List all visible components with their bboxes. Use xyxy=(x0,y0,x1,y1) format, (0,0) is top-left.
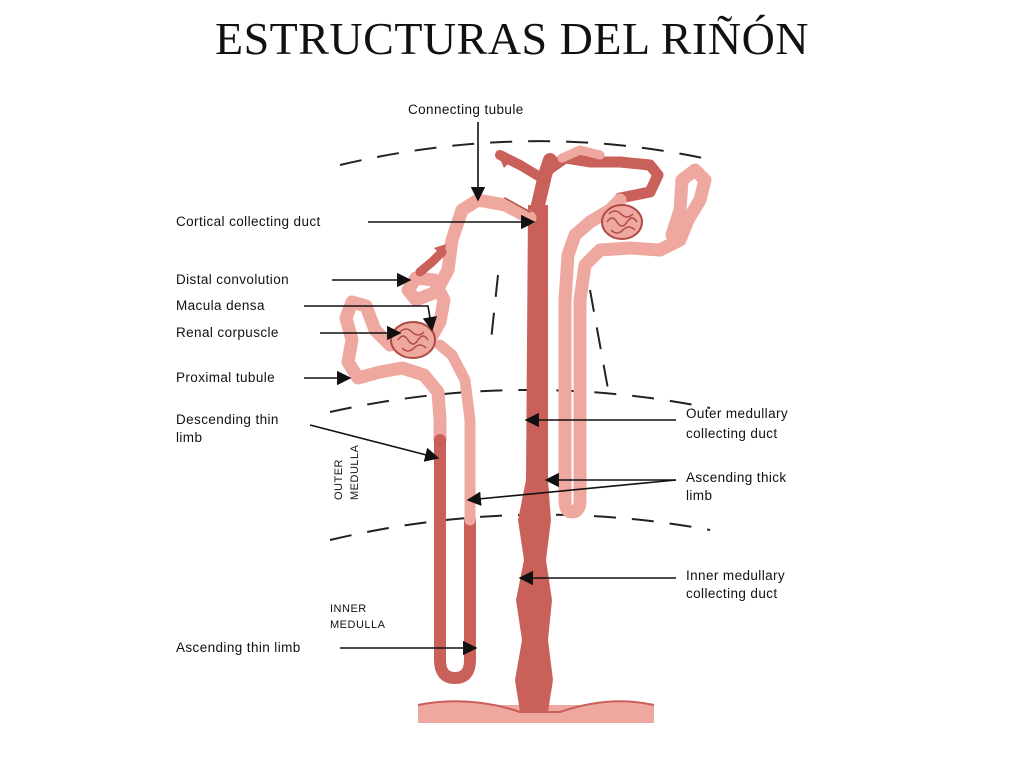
label-inner-medulla-line2: MEDULLA xyxy=(330,619,386,631)
label-ascending-thin-limb: Ascending thin limb xyxy=(176,640,301,655)
label-distal-convolution: Distal convolution xyxy=(176,272,289,287)
renal-corpuscle-left xyxy=(390,321,436,359)
right-nephron xyxy=(558,163,712,519)
label-inner-medullary-cd-line2: collecting duct xyxy=(686,586,778,601)
label-ascending-thick-limb-line2: limb xyxy=(686,488,712,503)
label-ascending-thick-limb-line1: Ascending thick xyxy=(686,470,787,485)
label-outer-medullary-cd-line2: collecting duct xyxy=(686,426,778,441)
label-inner-medulla-line1: INNER xyxy=(330,603,367,615)
arrow-macula-densa xyxy=(304,305,437,332)
label-inner-medullary-cd-line1: Inner medullary xyxy=(686,568,785,583)
arrow-ascending-thick-limb-2 xyxy=(466,479,677,506)
label-descending-thin-limb-line1: Descending thin xyxy=(176,412,279,427)
label-renal-corpuscle: Renal corpuscle xyxy=(176,325,279,340)
label-descending-thin-limb-line2: limb xyxy=(176,430,202,445)
label-outer-medulla-line2: MEDULLA xyxy=(349,444,361,500)
renal-corpuscle-right xyxy=(601,204,643,240)
label-connecting-tubule: Connecting tubule xyxy=(408,102,524,117)
page-title: ESTRUCTURAS DEL RIÑÓN xyxy=(214,13,810,64)
label-macula-densa: Macula densa xyxy=(176,298,265,313)
label-proximal-tubule: Proximal tubule xyxy=(176,370,275,385)
label-cortical-collecting-duct: Cortical collecting duct xyxy=(176,214,321,229)
label-outer-medulla: OUTER MEDULLA xyxy=(333,444,361,500)
arrow-descending-thin-limb xyxy=(309,424,440,462)
label-outer-medulla-line1: OUTER xyxy=(333,459,345,500)
leader-arrows xyxy=(304,122,677,656)
collecting-duct xyxy=(495,145,664,712)
left-nephron xyxy=(339,193,537,684)
label-outer-medullary-cd-line1: Outer medullary xyxy=(686,406,788,421)
